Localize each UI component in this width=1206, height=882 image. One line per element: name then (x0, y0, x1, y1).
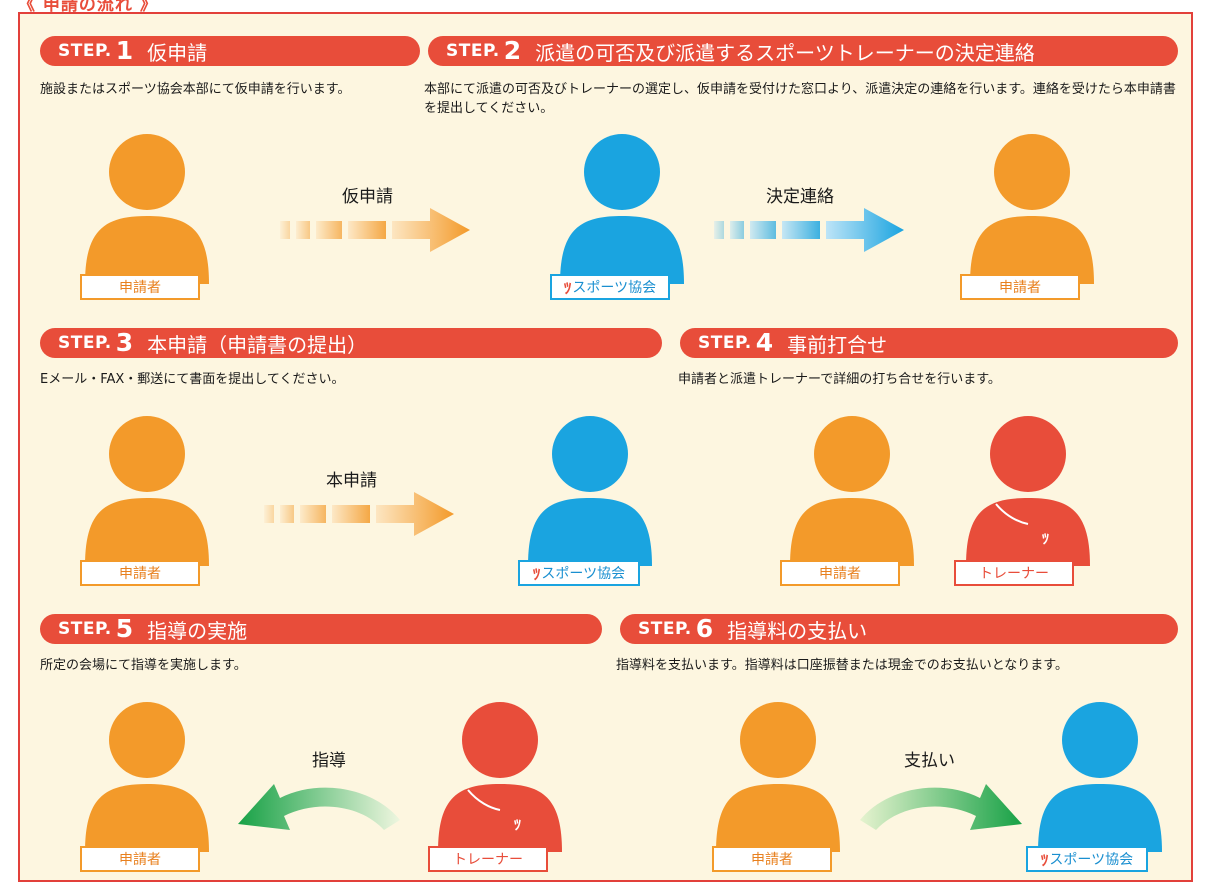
svg-text:ﾂ: ﾂ (1042, 532, 1049, 548)
association-person-icon (560, 134, 684, 284)
step-1-description: 施設またはスポーツ協会本部にて仮申請を行います。 (40, 82, 351, 97)
association-label: ﾂスポーツ協会 (1026, 846, 1148, 872)
step-number: 6 (695, 613, 714, 643)
association-person-icon (1038, 702, 1162, 852)
trainer-label: トレーナー (954, 560, 1074, 586)
step-5-bar: STEP. 5 指導の実施 (40, 614, 602, 644)
provisional-application-label: 仮申請 (342, 187, 393, 207)
right-arrow-icon (714, 208, 904, 252)
step-6-bar: STEP. 6 指導料の支払い (620, 614, 1178, 644)
applicant-person-icon (85, 416, 209, 566)
step-prefix: STEP. (58, 41, 112, 61)
applicant-label: 申請者 (960, 274, 1080, 300)
trainer-label: トレーナー (428, 846, 548, 872)
decision-notice-label: 決定連絡 (766, 187, 834, 207)
step-prefix: STEP. (58, 619, 112, 639)
step-prefix: STEP. (446, 41, 500, 61)
step-title: 指導料の支払い (727, 618, 868, 643)
applicant-person-icon (970, 134, 1094, 284)
guidance-label: 指導 (312, 751, 346, 771)
step-title: 事前打合せ (787, 332, 888, 357)
step-2-description: 本部にて派遣の可否及びトレーナーの選定し、仮申請を受付けた窓口より、派遣決定の連… (424, 82, 1176, 116)
page-header-title: 《 申請の流れ 》 (18, 0, 158, 15)
svg-text:ﾂ: ﾂ (514, 818, 521, 834)
step-number: 2 (503, 35, 522, 65)
step-prefix: STEP. (58, 333, 112, 353)
right-arrow-icon (280, 208, 470, 252)
step-2-bar: STEP. 2 派遣の可否及び派遣するスポーツトレーナーの決定連絡 (428, 36, 1178, 66)
association-person-icon (528, 416, 652, 566)
formal-application-label: 本申請 (326, 471, 377, 491)
step-title: 指導の実施 (147, 618, 248, 643)
curved-left-arrow-icon (238, 784, 400, 830)
step-prefix: STEP. (698, 333, 752, 353)
sports-association-logo-icon: ﾂ (563, 278, 572, 297)
step-number: 5 (115, 613, 134, 643)
step-5-description: 所定の会場にて指導を実施します。 (40, 658, 247, 673)
applicant-label: 申請者 (80, 846, 200, 872)
step-title: 本申請（申請書の提出） (147, 332, 368, 357)
trainer-person-icon: ﾂ (438, 702, 562, 852)
step-4-bar: STEP. 4 事前打合せ (680, 328, 1178, 358)
step-3-bar: STEP. 3 本申請（申請書の提出） (40, 328, 662, 358)
curved-right-arrow-icon (860, 784, 1022, 830)
association-label: ﾂスポーツ協会 (518, 560, 640, 586)
applicant-person-icon (85, 702, 209, 852)
sports-association-logo-icon: ﾂ (1040, 850, 1049, 869)
step-number: 3 (115, 327, 134, 357)
step-4-description: 申請者と派遣トレーナーで詳細の打ち合せを行います。 (678, 372, 1001, 387)
step-number: 1 (115, 35, 134, 65)
step-title: 仮申請 (147, 40, 208, 65)
step-prefix: STEP. (638, 619, 692, 639)
right-arrow-icon (264, 492, 454, 536)
sports-association-logo-icon: ﾂ (532, 564, 541, 583)
step-title: 派遣の可否及び派遣するスポーツトレーナーの決定連絡 (535, 40, 1035, 65)
applicant-label: 申請者 (80, 274, 200, 300)
step-1-bar: STEP. 1 仮申請 (40, 36, 420, 66)
step-number: 4 (755, 327, 774, 357)
trainer-person-icon: ﾂ (966, 416, 1090, 566)
applicant-label: 申請者 (780, 560, 900, 586)
applicant-person-icon (790, 416, 914, 566)
step-6-description: 指導料を支払います。指導料は口座振替または現金でのお支払いとなります。 (616, 658, 1069, 673)
association-label: ﾂスポーツ協会 (550, 274, 670, 300)
step-3-description: Eメール・FAX・郵送にて書面を提出してください。 (40, 372, 345, 387)
application-flow-panel: STEP. 1 仮申請 施設またはスポーツ協会本部にて仮申請を行います。 STE… (18, 12, 1193, 882)
applicant-label: 申請者 (80, 560, 200, 586)
payment-label: 支払い (904, 751, 955, 771)
applicant-person-icon (716, 702, 840, 852)
applicant-label: 申請者 (712, 846, 832, 872)
applicant-person-icon (85, 134, 209, 284)
